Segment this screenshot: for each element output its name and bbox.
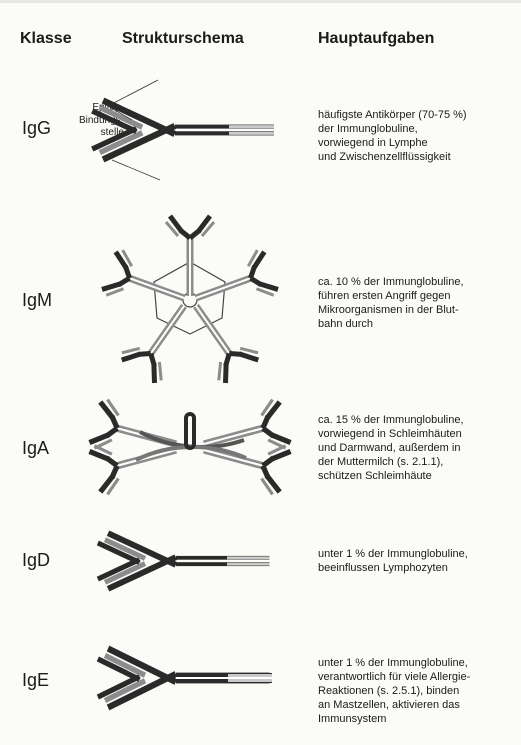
igm-pentamer-diagram	[101, 216, 280, 385]
igd-antibody-diagram	[97, 528, 270, 593]
igg-antibody-diagram	[91, 80, 274, 180]
ige-antibody-diagram	[97, 643, 272, 712]
iga-dimer-diagram	[88, 398, 291, 496]
